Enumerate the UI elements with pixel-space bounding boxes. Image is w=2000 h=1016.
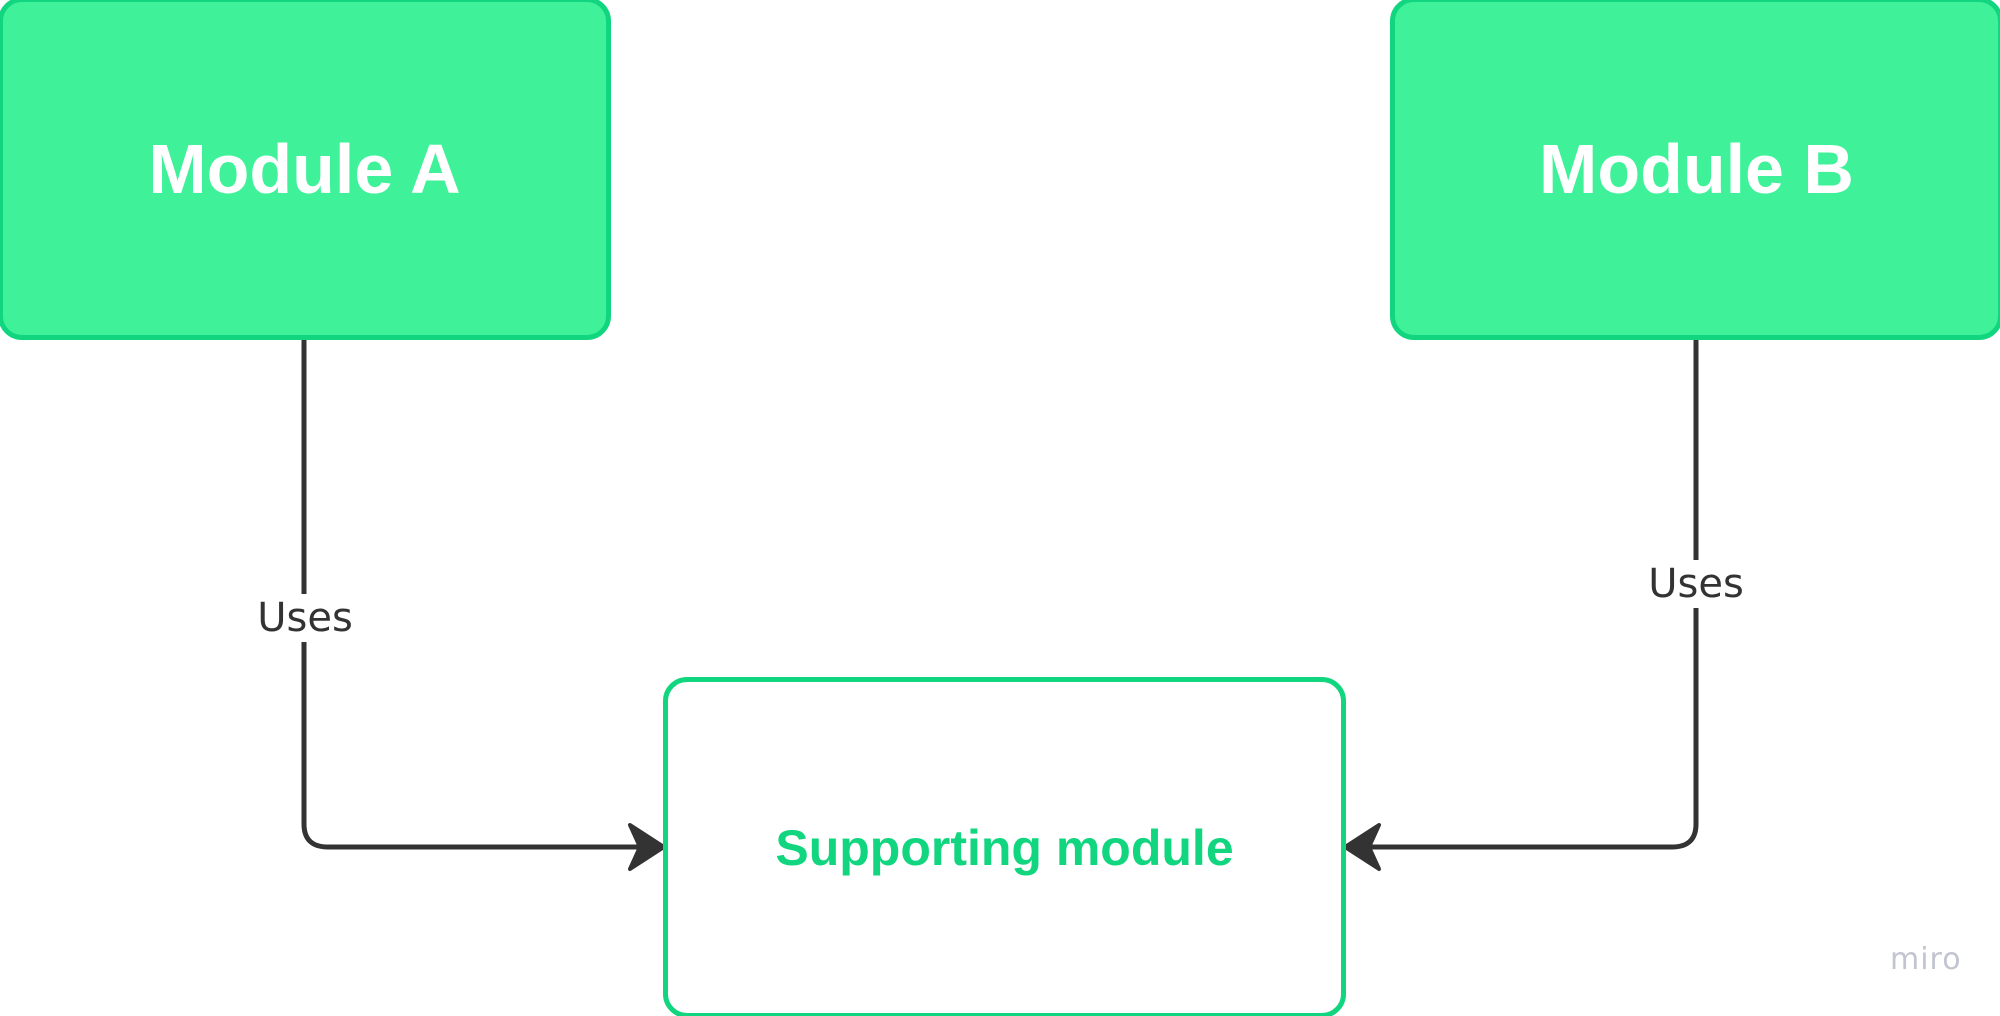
node-supporting-module-label: Supporting module [775, 819, 1234, 876]
miro-watermark: miro [1890, 942, 1962, 977]
node-module-b-label: Module B [1539, 129, 1854, 208]
connector-b-to-supporting[interactable] [1347, 340, 1699, 850]
edge-label-b-uses[interactable]: Uses [1644, 560, 1748, 608]
arrowhead-a-icon [628, 823, 666, 871]
connector-a-to-supporting[interactable] [301, 340, 662, 850]
node-supporting-module[interactable]: Supporting module [663, 677, 1346, 1016]
arrowhead-b-icon [1343, 823, 1381, 871]
edge-label-a-uses[interactable]: Uses [253, 594, 357, 642]
node-module-b[interactable]: Module B [1390, 0, 2000, 340]
node-module-a[interactable]: Module A [0, 0, 611, 340]
node-module-a-label: Module A [148, 129, 461, 208]
